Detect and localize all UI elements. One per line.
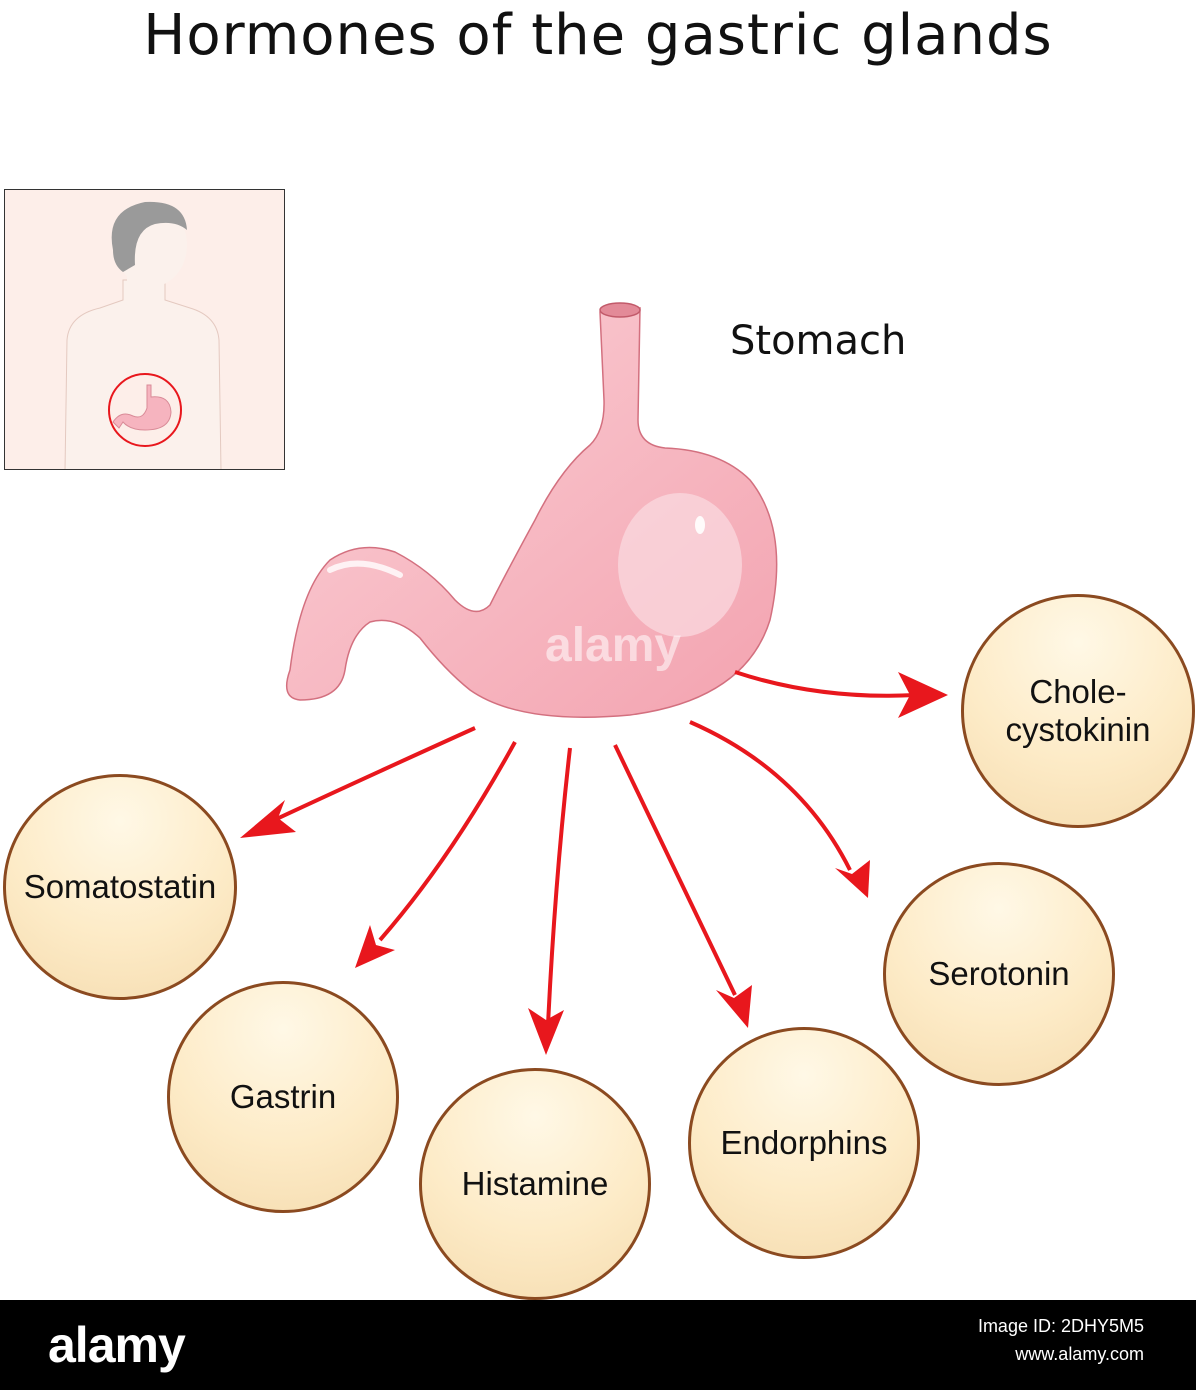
stomach-diagram (240, 302, 948, 1055)
hormone-label: Serotonin (928, 955, 1070, 992)
hormone-label: Somatostatin (23, 868, 217, 905)
hormone-cholecystokinin: Chole- cystokinin (961, 594, 1195, 828)
arrow-endorphins (613, 744, 737, 996)
watermark-text: alamy (545, 619, 682, 672)
footer-logo: alamy (48, 1317, 186, 1373)
hormone-label: Endorphins (720, 1124, 888, 1161)
human-silhouette-icon (64, 201, 222, 469)
hormone-label: Histamine (461, 1165, 609, 1202)
hormone-serotonin: Serotonin (883, 862, 1115, 1086)
stomach-illustration (285, 302, 778, 718)
arrow-cholecystokinin (734, 670, 916, 698)
hormone-label: Gastrin (229, 1078, 337, 1115)
arrows (269, 670, 916, 1026)
hormone-histamine: Histamine (419, 1068, 651, 1300)
arrow-serotonin (689, 720, 852, 871)
body-location-inset (4, 189, 285, 470)
arrow-somatostatin (269, 726, 476, 824)
site-url: www.alamy.com (1015, 1344, 1144, 1364)
arrow-gastrin (378, 741, 517, 942)
page-title: Hormones of the gastric glands (143, 3, 1053, 68)
arrow-histamine (546, 747, 572, 1026)
hormone-gastrin: Gastrin (167, 981, 399, 1213)
footer-image-info: Image ID: 2DHY5M5 www.alamy.com (978, 1312, 1144, 1368)
footer-bar: alamy Image ID: 2DHY5M5 www.alamy.com (0, 1300, 1196, 1390)
organ-label: Stomach (730, 318, 907, 364)
image-id: Image ID: 2DHY5M5 (977, 1316, 1144, 1336)
hormone-somatostatin: Somatostatin (3, 774, 237, 1000)
arrowheads (240, 672, 948, 1055)
hormone-endorphins: Endorphins (688, 1027, 920, 1259)
hormone-label: Chole- cystokinin (1005, 673, 1151, 748)
